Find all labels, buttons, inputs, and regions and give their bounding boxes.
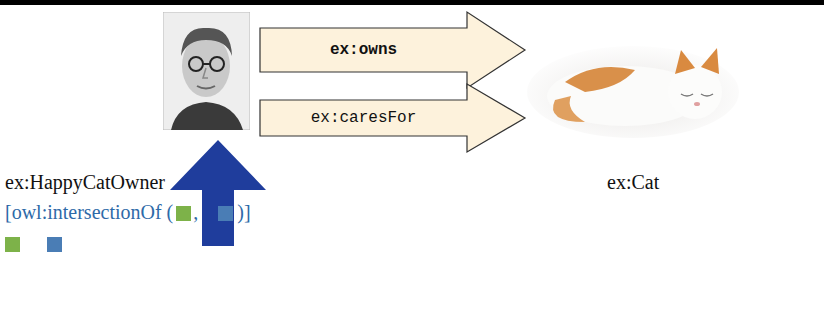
axiom-text: , bbox=[193, 200, 198, 224]
property-arrow bbox=[260, 84, 525, 152]
class-square bbox=[176, 206, 191, 221]
pointer-arrow bbox=[168, 140, 268, 248]
class-square bbox=[47, 237, 62, 252]
class-figure: ex:HappyCatOwner bbox=[163, 12, 250, 130]
axiom-text: )] bbox=[237, 200, 250, 224]
class-square bbox=[218, 206, 233, 221]
class-name: ex:HappyCatOwner bbox=[5, 170, 165, 194]
cat-photo bbox=[525, 30, 740, 140]
axiom-text: [owl:intersectionOf ( bbox=[5, 200, 173, 224]
class-name: ex:Cat bbox=[607, 170, 659, 194]
property-arrow bbox=[260, 12, 525, 88]
class-figure: ex:Cat bbox=[525, 30, 740, 140]
top-bar bbox=[0, 0, 824, 5]
class-square bbox=[5, 237, 20, 252]
property-label: ex:owns bbox=[330, 40, 397, 60]
property-label: ex:caresFor bbox=[311, 108, 417, 128]
person-photo bbox=[163, 12, 250, 130]
